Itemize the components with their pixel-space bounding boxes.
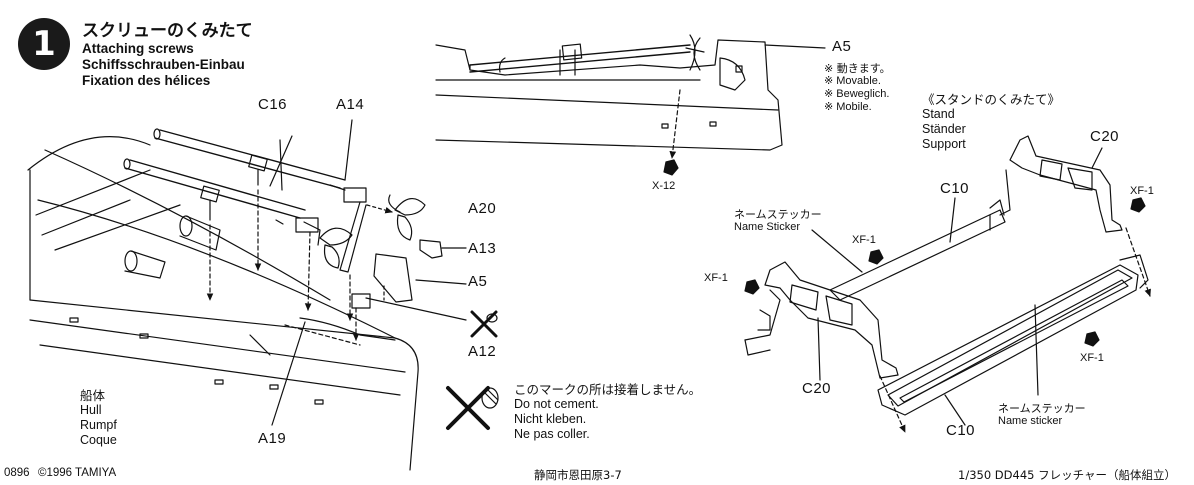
shaft-c16 bbox=[123, 128, 346, 301]
movable-note-fr: ※ Mobile. bbox=[824, 101, 872, 113]
footer-copyright: ©1996 TAMIYA bbox=[38, 467, 117, 479]
name-sticker-bottom: ネームステッカー Name sticker bbox=[998, 402, 1086, 428]
paint-label-xf1-c: XF-1 bbox=[704, 272, 728, 284]
footer-code: 0896 bbox=[4, 467, 30, 479]
no-cement-note-ja: このマークの所は接着しません。 bbox=[514, 382, 702, 397]
paint-label-xf1-b: XF-1 bbox=[852, 234, 876, 246]
bracket-a14 bbox=[275, 184, 367, 321]
part-label-c10-top: C10 bbox=[940, 180, 970, 197]
paint-label-xf1-d: XF-1 bbox=[1080, 352, 1104, 364]
propeller-a20 bbox=[319, 194, 426, 269]
movable-note-en: ※ Movable. bbox=[824, 75, 881, 87]
stand-label: 《スタンドのくみたて》 Stand Ständer Support bbox=[922, 92, 1060, 152]
no-cement-note-fr: Ne pas coller. bbox=[514, 427, 590, 441]
footer-address: 静岡市恩田原3-7 bbox=[534, 468, 622, 482]
step-number-badge: 1 bbox=[18, 18, 70, 70]
hull-label: 船体 Hull Rumpf Coque bbox=[80, 388, 117, 448]
part-label-c20-top: C20 bbox=[1090, 128, 1120, 145]
step-title-de: Schiffsschrauben-Einbau bbox=[82, 57, 245, 72]
part-label-a13: A13 bbox=[468, 240, 497, 257]
name-sticker-bottom-en: Name sticker bbox=[998, 415, 1063, 427]
part-label-a20: A20 bbox=[468, 200, 497, 217]
part-label-a12: A12 bbox=[468, 343, 497, 360]
stand-label-de: Ständer bbox=[922, 122, 966, 136]
step-title-en: Attaching screws bbox=[82, 41, 194, 56]
name-sticker-top: ネームステッカー Name Sticker bbox=[734, 208, 822, 234]
stand-label-fr: Support bbox=[922, 137, 966, 151]
stern-side-view bbox=[435, 34, 826, 176]
name-sticker-top-en: Name Sticker bbox=[734, 221, 801, 233]
part-label-x12: X-12 bbox=[652, 180, 676, 192]
paint-label-xf1-a: XF-1 bbox=[1130, 185, 1154, 197]
hull-label-fr: Coque bbox=[80, 433, 117, 447]
part-label-a14: A14 bbox=[336, 96, 365, 113]
part-label-a5-left: A5 bbox=[468, 273, 488, 290]
movable-note-de: ※ Beweglich. bbox=[824, 88, 890, 100]
movable-note: ※ 動きます。 ※ Movable. ※ Beweglich. ※ Mobile… bbox=[824, 62, 891, 114]
movable-note-ja: ※ 動きます。 bbox=[824, 62, 891, 75]
stand-drawing bbox=[744, 135, 1151, 433]
stand-label-ja: 《スタンドのくみたて》 bbox=[922, 92, 1061, 107]
no-cement-note-de: Nicht kleben. bbox=[514, 412, 587, 426]
part-label-c16: C16 bbox=[258, 96, 288, 113]
part-label-c20-bottom: C20 bbox=[802, 380, 832, 397]
stand-label-en: Stand bbox=[922, 107, 955, 121]
hull-stern-drawing bbox=[27, 136, 419, 471]
step-title-ja: スクリューのくみたて bbox=[82, 21, 253, 41]
name-sticker-top-ja: ネームステッカー bbox=[734, 208, 822, 221]
rudder-parts bbox=[249, 119, 467, 426]
hull-label-ja: 船体 bbox=[80, 388, 106, 403]
step-title-fr: Fixation des hélices bbox=[82, 73, 211, 88]
no-cement-mark bbox=[446, 310, 499, 430]
part-label-a5-right: A5 bbox=[832, 38, 852, 55]
part-label-c10-bottom: C10 bbox=[946, 422, 976, 439]
no-cement-note: このマークの所は接着しません。 Do not cement. Nicht kle… bbox=[514, 382, 701, 442]
no-cement-note-en: Do not cement. bbox=[514, 397, 599, 411]
name-sticker-bottom-ja: ネームステッカー bbox=[998, 402, 1086, 415]
part-label-a19: A19 bbox=[258, 430, 287, 447]
hull-label-en: Hull bbox=[80, 403, 102, 417]
footer-model: 1/350 DD445 フレッチャー（船体組立） bbox=[958, 468, 1176, 482]
hull-label-de: Rumpf bbox=[80, 418, 117, 432]
